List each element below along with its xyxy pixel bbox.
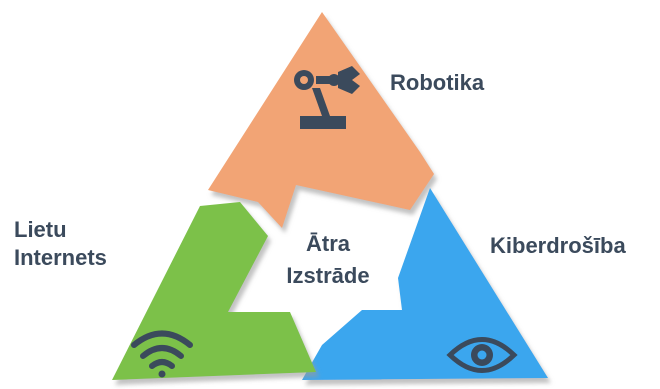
label-robotika: Robotika	[390, 70, 485, 95]
label-lietu: Lietu	[14, 217, 67, 242]
center-label-line2: Izstrāde	[286, 263, 370, 288]
center-label: Ātra Izstrāde	[272, 228, 384, 292]
eye-icon	[446, 337, 518, 373]
wifi-icon	[131, 330, 193, 378]
segment-kiberdrosiba	[302, 188, 548, 380]
label-internets: Internets	[14, 245, 107, 270]
robot-arm-icon	[294, 66, 360, 129]
label-kiberdrosiba: Kiberdrošība	[490, 233, 626, 258]
center-label-line1: Ātra	[305, 231, 350, 256]
label-lietu-internets: Lietu Internets	[14, 216, 107, 272]
